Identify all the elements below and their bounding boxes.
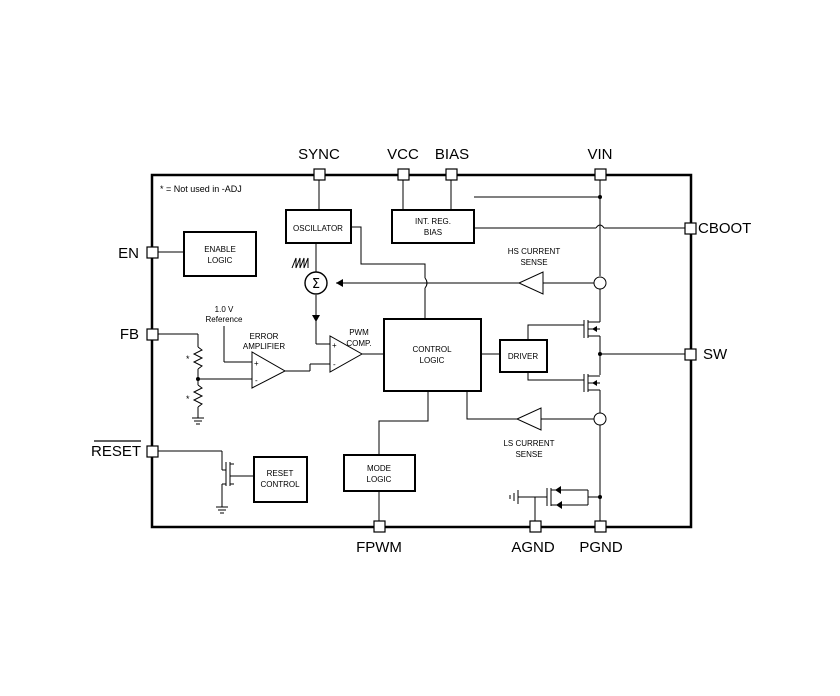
label-sw: SW <box>703 346 728 363</box>
int-reg-bias-block: INT. REG. BIAS <box>391 209 475 244</box>
label-pgnd: PGND <box>579 539 623 556</box>
reference-label: 1.0 V Reference <box>206 305 243 324</box>
svg-text:SENSE: SENSE <box>515 450 542 459</box>
label-fpwm: FPWM <box>356 539 402 556</box>
pin-cboot <box>684 222 697 235</box>
svg-text:PWM: PWM <box>349 328 369 337</box>
pin-sync <box>313 168 326 181</box>
label-sync: SYNC <box>298 146 340 163</box>
svg-text:LS CURRENT: LS CURRENT <box>503 439 554 448</box>
pwm-comparator-symbol <box>329 335 364 373</box>
svg-text:Reference: Reference <box>206 315 243 324</box>
summer-symbol <box>304 271 328 295</box>
label-vin: VIN <box>587 146 612 163</box>
svg-text:CONTROL: CONTROL <box>412 345 452 354</box>
svg-text:ENABLE: ENABLE <box>204 245 236 254</box>
label-fb: FB <box>120 326 139 343</box>
pin-fb <box>146 328 159 341</box>
error-amplifier-label: ERROR AMPLIFIER <box>243 332 285 351</box>
mode-logic-block: MODE LOGIC <box>343 454 416 492</box>
hs-sense-amp-symbol <box>517 271 544 295</box>
hs-sense-label: HS CURRENT SENSE <box>508 247 561 267</box>
reset-control-block: RESET CONTROL <box>253 456 308 503</box>
svg-text:OSCILLATOR: OSCILLATOR <box>293 224 343 233</box>
pin-vin <box>594 168 607 181</box>
svg-text:INT. REG.: INT. REG. <box>415 217 451 226</box>
pin-en <box>146 246 159 259</box>
label-reset: RESET <box>91 443 141 460</box>
pwm-plus: + <box>332 341 337 350</box>
star-top: * <box>186 354 190 364</box>
sawtooth-icon <box>291 257 309 269</box>
svg-text:LOGIC: LOGIC <box>208 256 233 265</box>
ea-plus: + <box>254 359 259 368</box>
pwm-minus: - <box>333 360 336 369</box>
pin-bias <box>445 168 458 181</box>
ea-minus: - <box>255 376 258 385</box>
label-agnd: AGND <box>511 539 555 556</box>
svg-text:HS CURRENT: HS CURRENT <box>508 247 561 256</box>
svg-text:1.0 V: 1.0 V <box>215 305 234 314</box>
pin-vcc <box>397 168 410 181</box>
driver-block: DRIVER <box>499 339 548 373</box>
svg-text:SENSE: SENSE <box>520 258 547 267</box>
svg-text:LOGIC: LOGIC <box>420 356 445 365</box>
enable-logic-block: ENABLE LOGIC <box>183 231 257 277</box>
svg-text:RESET: RESET <box>267 469 294 478</box>
control-logic-block: CONTROL LOGIC <box>383 318 482 392</box>
error-amplifier-symbol <box>251 351 287 389</box>
star-bottom: * <box>186 394 190 404</box>
label-en: EN <box>118 245 139 262</box>
svg-text:COMP.: COMP. <box>346 339 371 348</box>
sigma-label: Σ <box>312 277 320 292</box>
pin-agnd <box>529 520 542 533</box>
pin-reset <box>146 445 159 458</box>
pin-sw <box>684 348 697 361</box>
label-cboot: CBOOT <box>698 220 751 237</box>
svg-text:LOGIC: LOGIC <box>367 475 392 484</box>
svg-text:CONTROL: CONTROL <box>260 480 300 489</box>
svg-text:AMPLIFIER: AMPLIFIER <box>243 342 285 351</box>
pin-pgnd <box>594 520 607 533</box>
svg-text:MODE: MODE <box>367 464 391 473</box>
ls-sense-amp-symbol <box>515 407 542 431</box>
svg-text:DRIVER: DRIVER <box>508 352 538 361</box>
svg-text:BIAS: BIAS <box>424 228 442 237</box>
adj-note: * = Not used in -ADJ <box>160 184 242 194</box>
label-bias: BIAS <box>435 146 469 163</box>
label-vcc: VCC <box>387 146 419 163</box>
oscillator-block: OSCILLATOR <box>285 209 352 244</box>
pwm-comp-label: PWM COMP. <box>346 328 371 348</box>
svg-text:ERROR: ERROR <box>250 332 279 341</box>
ls-sense-label: LS CURRENT SENSE <box>503 439 554 459</box>
wires <box>158 180 685 521</box>
pin-fpwm <box>373 520 386 533</box>
